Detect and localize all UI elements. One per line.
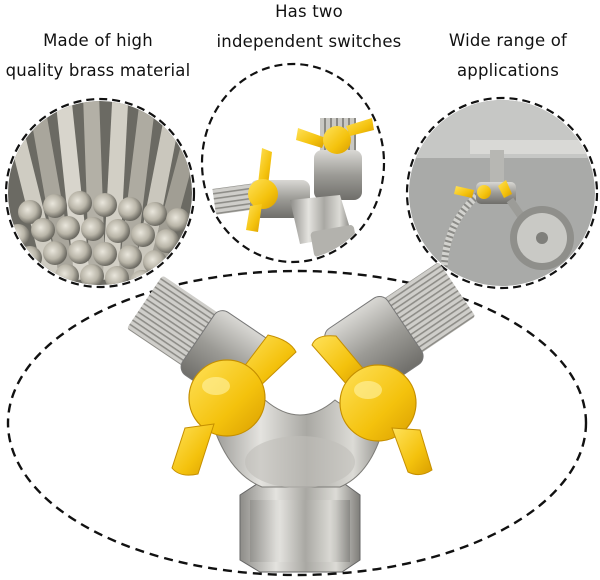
feature-caption-switches: Has two independent switches bbox=[200, 0, 418, 57]
brass-circle-border bbox=[4, 97, 196, 289]
main-product-ellipse-border bbox=[6, 269, 588, 577]
two-switch-valve-photo bbox=[203, 66, 383, 260]
feature-caption-switches-line1: Has two bbox=[275, 2, 343, 21]
feature-caption-brass-line2: quality brass material bbox=[5, 61, 191, 80]
brass-rods-photo bbox=[8, 101, 192, 285]
feature-caption-switches-line2: independent switches bbox=[216, 32, 402, 51]
feature-caption-applications-line2: applications bbox=[456, 61, 559, 80]
main-y-valve bbox=[127, 262, 475, 573]
feature-caption-applications-line1: Wide range of bbox=[448, 31, 568, 50]
feature-caption-applications: Wide range of applications bbox=[418, 26, 598, 86]
feature-caption-brass: Made of high quality brass material bbox=[0, 26, 196, 86]
applications-circle-border bbox=[405, 96, 599, 290]
feature-caption-brass-line1: Made of high bbox=[43, 31, 153, 50]
switches-circle-border bbox=[200, 62, 386, 264]
